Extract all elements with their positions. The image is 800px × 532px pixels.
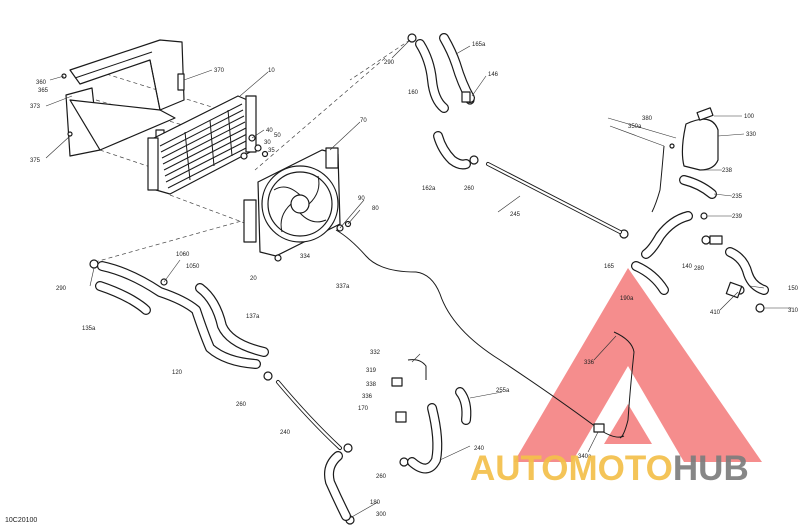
label-350a: 350a	[628, 124, 642, 130]
label-180: 180	[370, 500, 381, 506]
label-332: 332	[370, 350, 381, 356]
label-140: 140	[682, 264, 693, 270]
label-235: 235	[732, 194, 743, 200]
watermark-moto: MOTO	[569, 449, 673, 488]
label-360: 360	[36, 80, 47, 86]
label-1060: 1060	[176, 252, 190, 258]
watermark-wordmark: AUTOMOTOHUB	[470, 449, 749, 488]
label-40: 40	[266, 128, 273, 134]
label-336-left: 336	[362, 394, 373, 400]
radiator	[147, 95, 257, 195]
label-280: 280	[694, 266, 705, 272]
label-380: 380	[642, 116, 653, 122]
label-338-right: 336	[584, 360, 595, 366]
expansion-tank	[681, 107, 719, 171]
label-410: 410	[710, 310, 721, 316]
watermark-hub: HUB	[673, 449, 749, 488]
label-260-bottom: 260	[376, 474, 387, 480]
label-334: 334	[300, 254, 311, 260]
label-30: 30	[264, 140, 271, 146]
watermark-accent-triangle	[604, 404, 652, 444]
label-310: 310	[788, 308, 799, 314]
label-373: 373	[30, 104, 41, 110]
label-10: 10	[268, 68, 275, 74]
label-20: 20	[250, 276, 257, 282]
leader-lines	[45, 39, 792, 519]
clamps-fittings	[391, 91, 743, 433]
label-165a: 165a	[472, 42, 486, 48]
label-290-top: 290	[384, 60, 395, 66]
label-90: 90	[358, 196, 365, 202]
label-165: 165	[604, 264, 615, 270]
label-330: 330	[746, 132, 757, 138]
label-337a: 337a	[336, 284, 350, 290]
label-240-left: 240	[280, 430, 291, 436]
label-238: 238	[722, 168, 733, 174]
label-365: 365	[38, 88, 49, 94]
label-70: 70	[360, 118, 367, 124]
label-137a: 137a	[246, 314, 260, 320]
label-100: 100	[744, 114, 755, 120]
label-1050: 1050	[186, 264, 200, 270]
label-319: 319	[366, 368, 377, 374]
radiator-core-fins	[159, 103, 251, 189]
coolant-hoses	[95, 33, 769, 521]
label-135a: 135a	[82, 326, 96, 332]
label-160: 160	[408, 90, 419, 96]
label-260-left: 260	[236, 402, 247, 408]
fan-assembly	[243, 147, 341, 257]
watermark-outer-triangle	[514, 268, 762, 462]
label-80: 80	[372, 206, 379, 212]
label-120: 120	[172, 370, 183, 376]
part-number-labels: 360 365 373 370 375 10 40 50 30 35 70 29…	[30, 42, 799, 518]
label-300: 300	[376, 512, 387, 518]
label-239: 239	[732, 214, 743, 220]
label-240-lower: 240	[474, 446, 485, 452]
label-340a: 340a	[578, 454, 592, 460]
label-338-left: 338	[366, 382, 377, 388]
label-162a: 162a	[422, 186, 436, 192]
label-260-top: 260	[464, 186, 475, 192]
radiator-brackets	[65, 39, 185, 157]
label-170: 170	[358, 406, 369, 412]
watermark-auto: AUTO	[470, 449, 569, 488]
label-255a: 255a	[496, 388, 510, 394]
svg-text:AUTOMOTOHUB: AUTOMOTOHUB	[470, 449, 749, 488]
label-146: 146	[488, 72, 499, 78]
label-370: 370	[214, 68, 225, 74]
label-50: 50	[274, 133, 281, 139]
label-35: 35	[268, 148, 275, 154]
label-150: 150	[788, 286, 799, 292]
label-375: 375	[30, 158, 41, 164]
label-290-left: 290	[56, 286, 67, 292]
watermark-logo	[514, 268, 762, 462]
label-245-top: 245	[510, 212, 521, 218]
label-190a: 190a	[620, 296, 634, 302]
figure-id: 10C20100	[5, 517, 38, 524]
